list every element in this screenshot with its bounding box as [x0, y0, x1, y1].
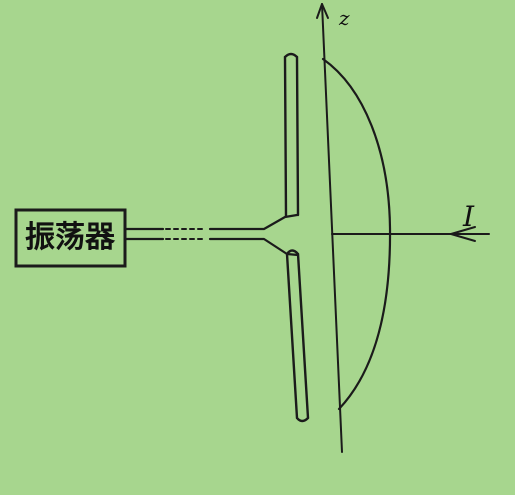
lower-dipole-rod	[285, 249, 310, 423]
upper-dipole-rod	[283, 52, 300, 218]
z-axis-line	[321, 3, 343, 453]
radiation-pattern-curve	[321, 57, 392, 411]
current-label: I	[462, 200, 475, 233]
current-arrowhead	[450, 226, 476, 242]
feedline-top-right	[208, 213, 299, 231]
oscillator-label: 振荡器	[25, 220, 116, 255]
z-axis-arrowhead	[316, 3, 329, 19]
z-axis-label: z	[338, 6, 350, 30]
feedline-bottom-right	[208, 237, 300, 257]
